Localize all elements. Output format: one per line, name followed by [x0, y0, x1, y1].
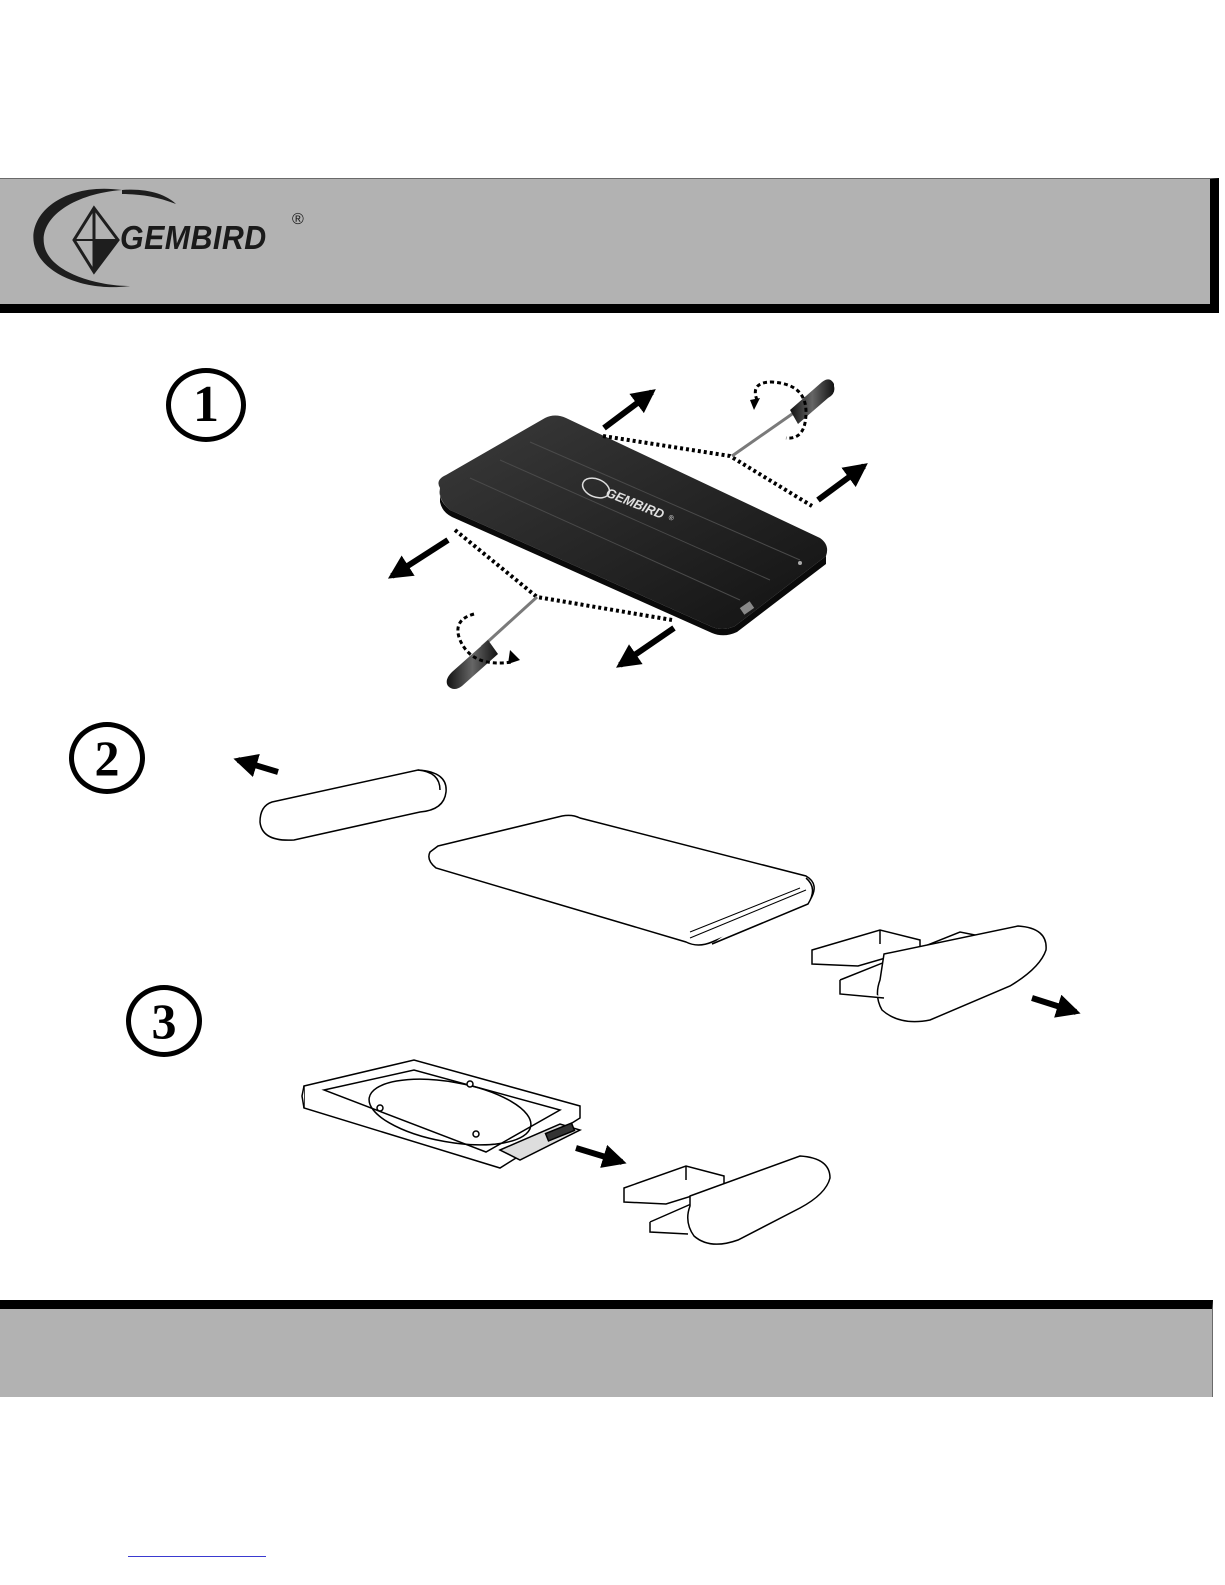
end-cap-icon [812, 926, 1046, 1022]
arrow-icon [576, 1148, 622, 1162]
end-cap-icon [260, 770, 446, 840]
registered-mark: ® [292, 211, 304, 229]
assembly-illustration: GEMBIRD ® [0, 340, 1225, 1280]
screwdriver-icon [732, 379, 834, 456]
enclosure-icon [438, 416, 827, 636]
end-cap-icon [624, 1156, 830, 1244]
footer-band [0, 1300, 1213, 1397]
footer-link-underline [128, 1556, 266, 1557]
brand-name: GEMBIRD [120, 219, 267, 257]
enclosure-body-icon [429, 815, 814, 945]
hard-drive-icon [302, 1060, 580, 1168]
